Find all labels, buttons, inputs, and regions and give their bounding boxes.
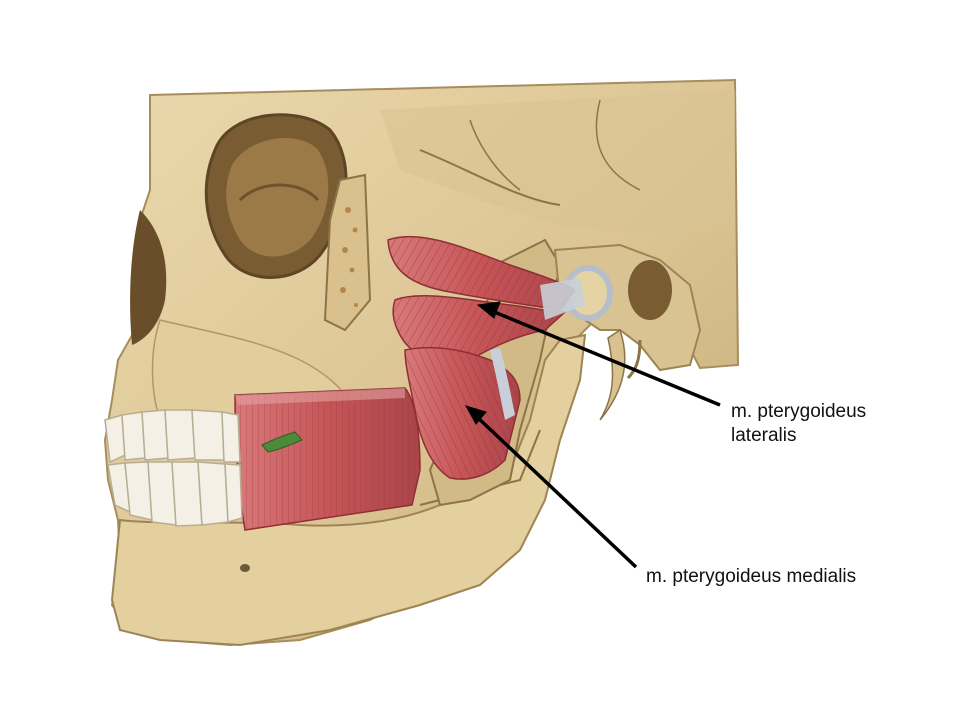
- label-medial-pterygoid: m. pterygoideus medialis: [646, 566, 857, 587]
- styloid-process: [599, 328, 626, 421]
- arrow-medial: [464, 405, 638, 569]
- nasal-aperture: [130, 210, 167, 345]
- arrow-lateral: [476, 301, 721, 407]
- parotid-duct: [261, 431, 303, 453]
- mental-foramen: [240, 564, 250, 572]
- zygomatic-cut: [323, 173, 372, 332]
- label-lateral-pterygoid: m. pterygoideus lateralis: [731, 401, 867, 446]
- sphenomandibular-ligament: [490, 348, 515, 420]
- teeth: [104, 409, 243, 527]
- lateral-pterygoid-tendon: [540, 278, 585, 320]
